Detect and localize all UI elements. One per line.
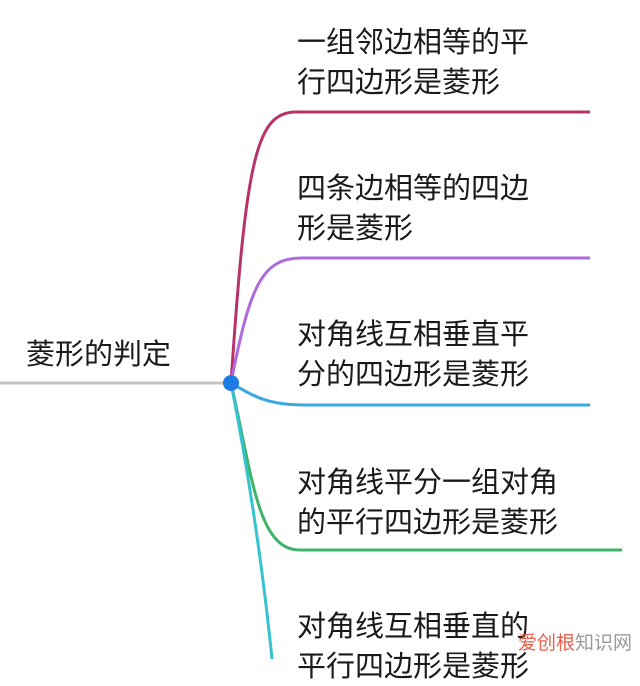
branch-topic-1[interactable]: 一组邻边相等的平 行四边形是菱形 [297,25,530,99]
root-topic[interactable]: 菱形的判定 [26,337,172,371]
watermark-part-1: 爱创根 [517,632,575,654]
branch-connector-3 [230,381,590,407]
mind-map [0,110,622,659]
branch-topic-4[interactable]: 对角线平分一组对角 的平行四边形是菱形 [297,465,559,539]
watermark: 爱创根知识网 [518,628,632,655]
branch-connector-1 [229,110,590,384]
branch-connector-5 [229,382,274,659]
watermark-part-2: 知识网 [574,632,632,654]
branch-topic-5[interactable]: 对角线互相垂直的 平行四边形是菱形 [297,609,530,683]
branch-connector-2 [229,256,590,384]
root-node-dot[interactable] [223,375,239,391]
branch-topic-3[interactable]: 对角线互相垂直平 分的四边形是菱形 [297,317,530,391]
branch-topic-2[interactable]: 四条边相等的四边 形是菱形 [297,171,530,245]
